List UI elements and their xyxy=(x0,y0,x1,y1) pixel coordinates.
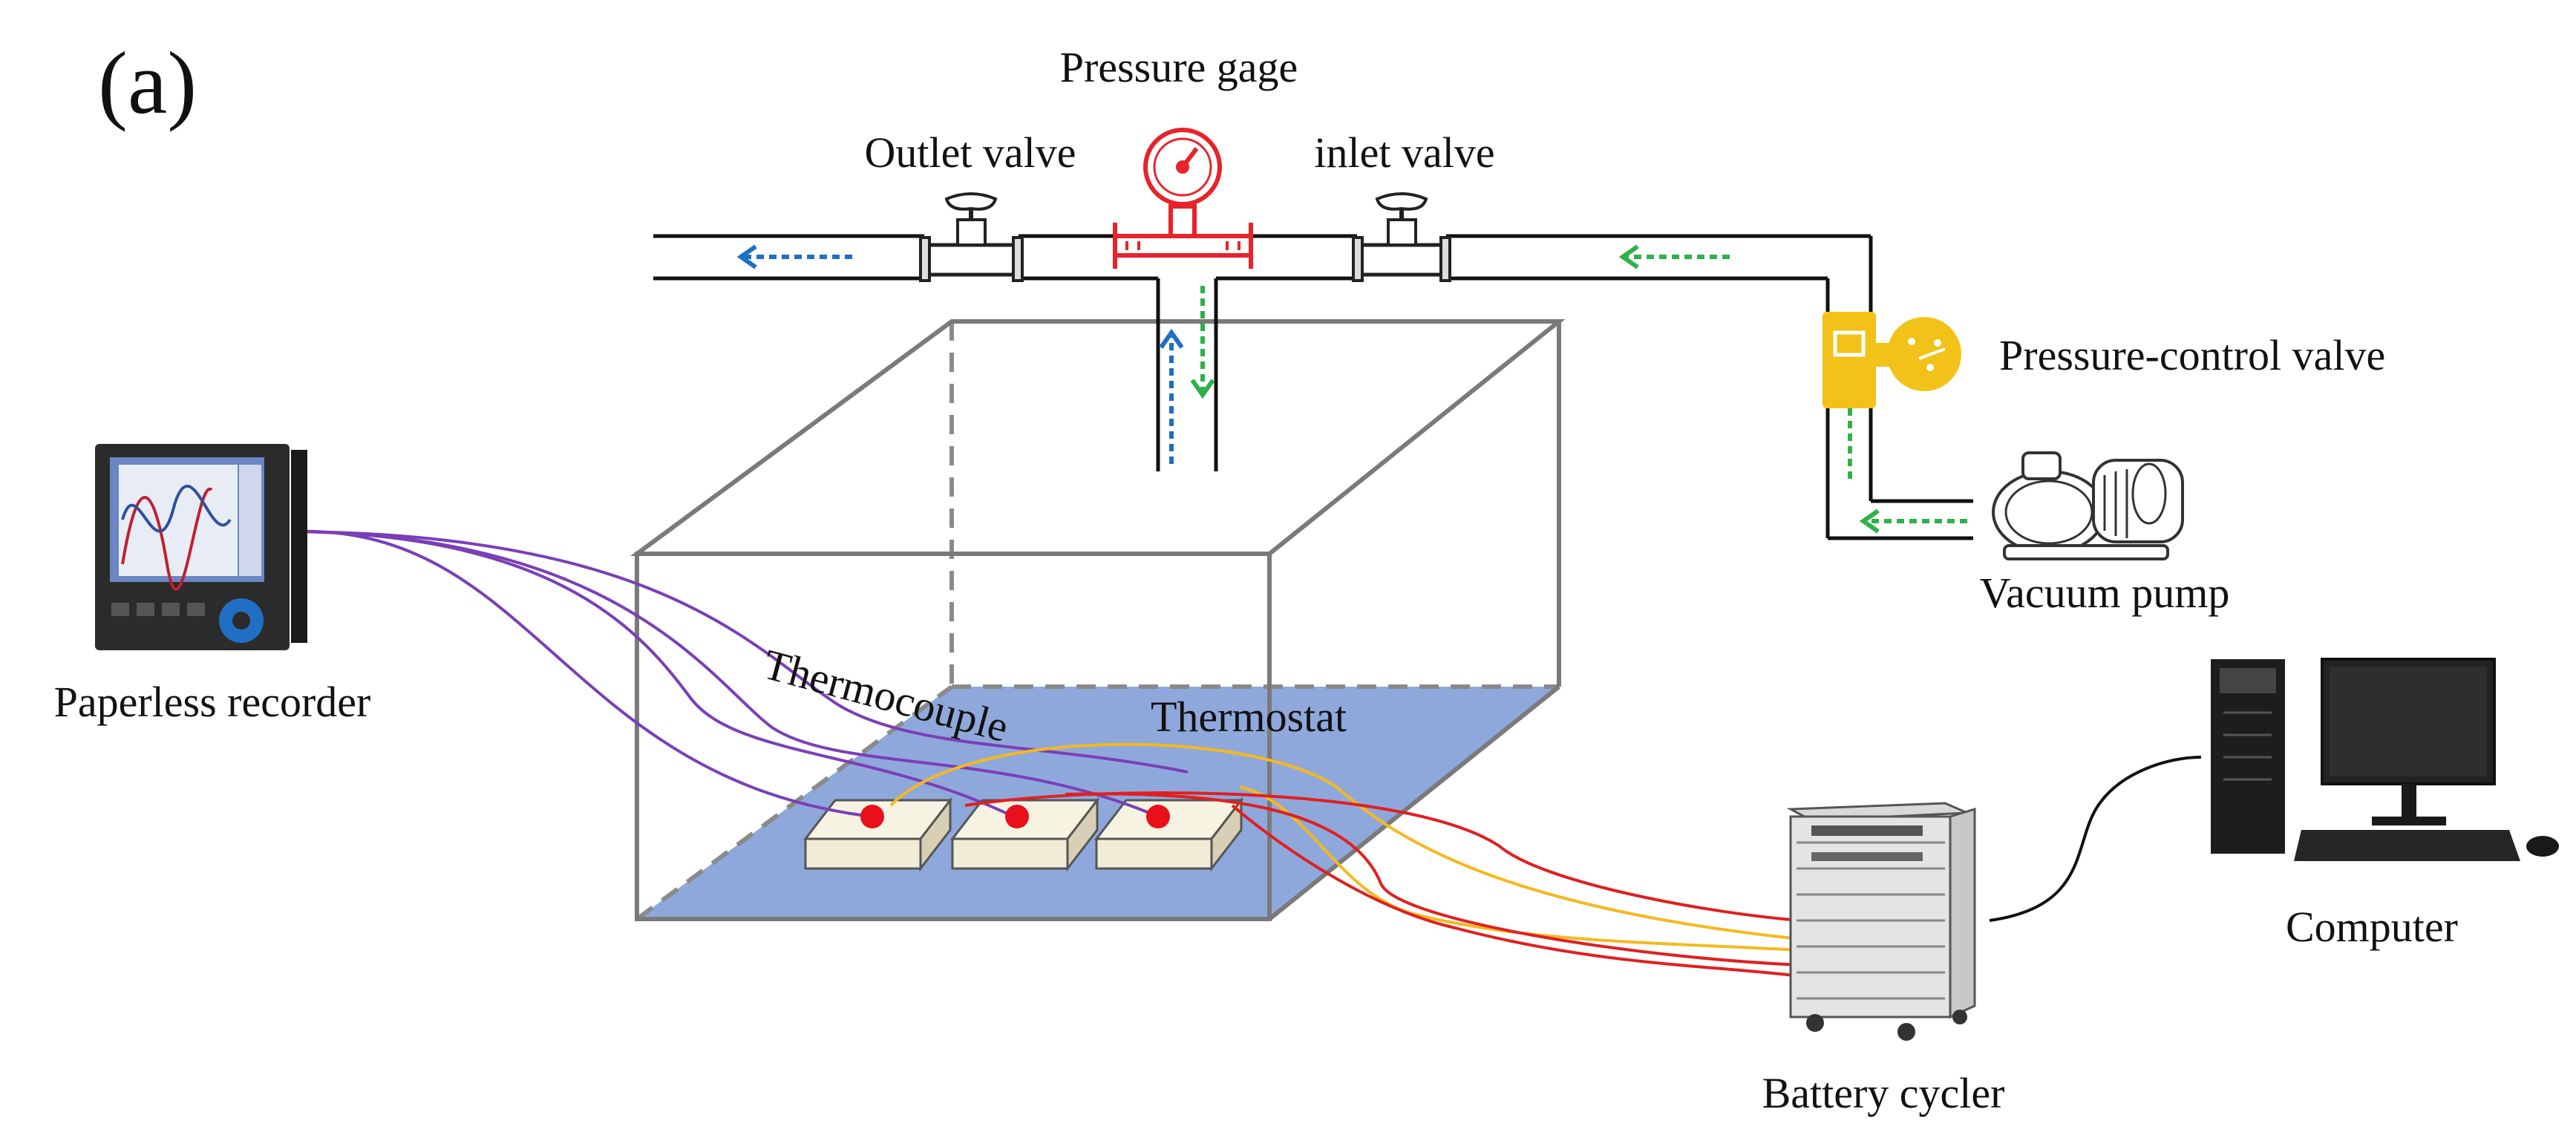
label-paperless-recorder: Paperless recorder xyxy=(54,678,371,726)
label-thermostat: Thermostat xyxy=(1151,693,1347,741)
label-battery-cycler: Battery cycler xyxy=(1762,1069,2005,1117)
chamber-right-bottom-edge xyxy=(1268,684,1560,921)
battery-cell xyxy=(1094,797,1244,872)
pressure-gage-icon xyxy=(1113,128,1253,269)
flow-arrow-from-pressure-control xyxy=(1618,244,1730,269)
flow-arrow-outlet xyxy=(736,244,852,269)
outlet-valve-icon xyxy=(919,192,1024,282)
pressure-control-valve-icon xyxy=(1823,312,1961,408)
label-outlet-valve: Outlet valve xyxy=(864,128,1076,177)
battery-cell xyxy=(802,797,953,872)
chamber-back-left-bottom-edge xyxy=(635,684,953,921)
sensor-dot xyxy=(860,805,884,828)
power-wires-yellow xyxy=(889,742,1801,952)
pipe-network xyxy=(653,234,1973,540)
computer-icon xyxy=(2211,658,2559,861)
battery-cycler-icon xyxy=(1786,802,1976,1041)
label-pressure-gage: Pressure gage xyxy=(1060,43,1298,91)
flow-arrow-chamber-out xyxy=(1159,328,1184,464)
paperless-recorder-icon xyxy=(95,444,307,650)
sensor-dot xyxy=(1146,805,1170,828)
inlet-valve-icon xyxy=(1352,192,1451,282)
chamber-front-face xyxy=(635,552,1272,921)
sensor-dots xyxy=(860,805,1170,828)
label-vacuum-pump: Vacuum pump xyxy=(1980,569,2230,617)
label-computer: Computer xyxy=(2286,903,2458,951)
label-inlet-valve: inlet valve xyxy=(1314,128,1494,177)
label-thermocouple: Thermocouple xyxy=(759,640,1014,751)
flow-arrows xyxy=(736,244,1967,534)
cycler-computer-cable xyxy=(1989,756,2202,922)
chamber-top-face xyxy=(630,319,1566,556)
panel-label: (a) xyxy=(98,33,197,132)
flow-arrow-from-pump xyxy=(1859,508,1967,534)
label-pressure-control-valve: Pressure-control valve xyxy=(1999,331,2385,379)
power-wires-red xyxy=(964,791,1801,978)
vacuum-pump-icon xyxy=(1992,451,2184,560)
sensor-dot xyxy=(1005,805,1029,828)
flow-arrow-chamber-in xyxy=(1190,286,1215,399)
